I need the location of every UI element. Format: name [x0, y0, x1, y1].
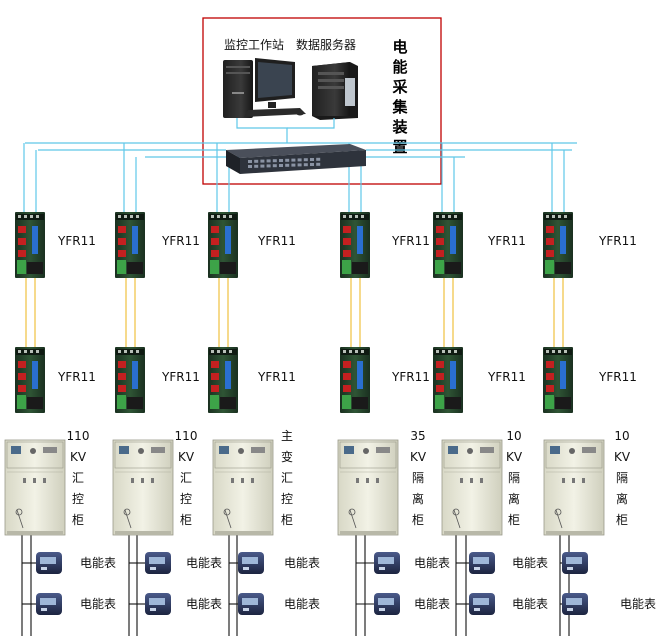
network-switch-icon	[226, 144, 366, 174]
energy-meter-icon	[36, 552, 62, 574]
meter-label: 电能表	[284, 597, 320, 611]
converter-label: YFR11	[161, 370, 200, 384]
converter-label: YFR11	[598, 370, 637, 384]
meter-label: 电能表	[80, 597, 116, 611]
switchgear-cabinet	[543, 439, 605, 536]
fiber-converter-lower	[433, 347, 463, 413]
converter-label: YFR11	[391, 234, 430, 248]
fiber-converter-upper	[115, 212, 145, 278]
fiber-converter-lower	[15, 347, 45, 413]
converter-label: YFR11	[257, 370, 296, 384]
fiber-converter-lower	[208, 347, 238, 413]
converter-label: YFR11	[161, 234, 200, 248]
energy-meter-icon	[562, 593, 588, 615]
energy-meter-icon	[374, 552, 400, 574]
fiber-converter-upper	[208, 212, 238, 278]
switchgear-cabinet	[4, 439, 66, 536]
meter-label: 电能表	[512, 597, 548, 611]
meter-label: 电能表	[284, 556, 320, 570]
lan-links	[236, 118, 335, 143]
energy-meter-icon	[145, 552, 171, 574]
energy-meter-icon	[469, 593, 495, 615]
meter-label: 电能表	[186, 556, 222, 570]
energy-meter-icon	[469, 552, 495, 574]
switchgear-cabinet	[337, 439, 399, 536]
server-label: 数据服务器	[296, 37, 356, 52]
fiber-converter-upper	[543, 212, 573, 278]
energy-meter-icon	[238, 552, 264, 574]
meter-label: 电能表	[414, 597, 450, 611]
meter-label: 电能表	[80, 556, 116, 570]
fiber-converter-lower	[115, 347, 145, 413]
meter-bus-lines	[21, 535, 570, 636]
switchgear-cabinet	[441, 439, 503, 536]
workstation-label: 监控工作站	[224, 38, 284, 52]
converter-label: YFR11	[487, 234, 526, 248]
fiber-converter-upper	[340, 212, 370, 278]
system-title: 电能采集装置	[391, 38, 408, 156]
cabinet-label: 主变汇控柜	[281, 429, 293, 527]
fiber-converter-upper	[433, 212, 463, 278]
ethernet-cables	[23, 142, 577, 212]
fiber-converter-upper	[15, 212, 45, 278]
server-icon	[312, 62, 358, 120]
converter-label: YFR11	[57, 370, 96, 384]
energy-meter-icon	[238, 593, 264, 615]
energy-meter-icon	[145, 593, 171, 615]
meter-label: 电能表	[414, 556, 450, 570]
meter-label: 电能表	[186, 597, 222, 611]
fiber-converter-lower	[543, 347, 573, 413]
energy-meter-icon	[562, 552, 588, 574]
switchgear-cabinet	[212, 439, 274, 536]
switchgear-cabinet	[112, 439, 174, 536]
fiber-cables	[25, 278, 564, 347]
workstation-icon	[223, 58, 306, 118]
converter-label: YFR11	[391, 370, 430, 384]
converter-label: YFR11	[57, 234, 96, 248]
converter-label: YFR11	[598, 234, 637, 248]
converter-label: YFR11	[487, 370, 526, 384]
collection-system-frame	[202, 17, 442, 185]
fiber-converter-lower	[340, 347, 370, 413]
meter-label: 电能表	[512, 556, 548, 570]
meter-label: 电能表	[620, 597, 656, 611]
converter-label: YFR11	[257, 234, 296, 248]
energy-meter-icon	[36, 593, 62, 615]
energy-meter-icon	[374, 593, 400, 615]
